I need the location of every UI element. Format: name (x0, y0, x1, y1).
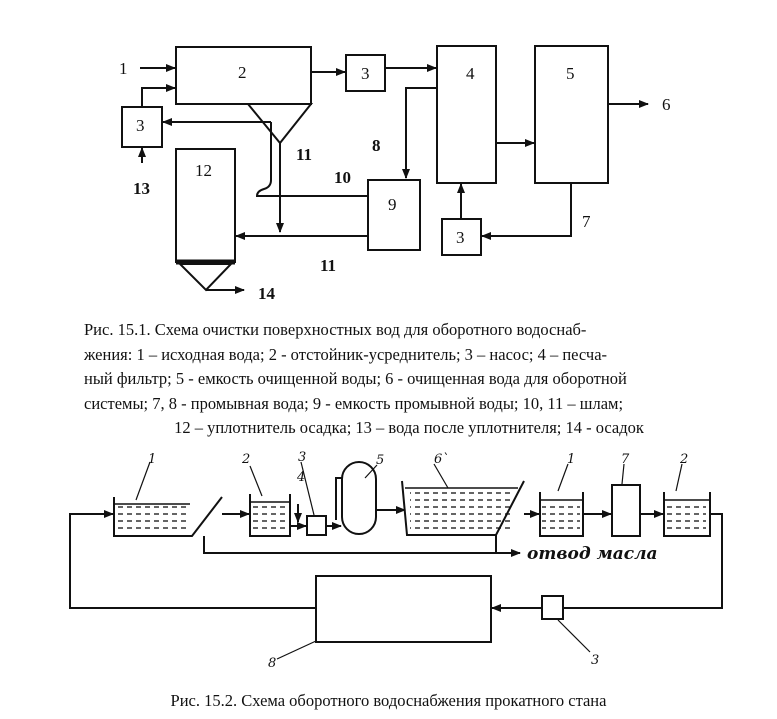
label-2: 2 (238, 63, 247, 82)
label-6: 6 (662, 95, 671, 114)
fig2-label-1-right: 1 (567, 452, 575, 467)
beaker-2-left (249, 494, 291, 537)
thickener-cone (177, 263, 234, 292)
figure-2-caption: Рис. 15.2. Схема оборотного водоснабжени… (170, 691, 607, 710)
label-8: 8 (372, 136, 381, 155)
label-11-bottom: 11 (320, 256, 336, 275)
pump-3 (306, 515, 327, 536)
filter-7 (611, 484, 641, 537)
oil-drain-label: отвод масла (527, 544, 658, 564)
caption-line-1: Рис. 15.1. Схема очистки поверхностных в… (84, 320, 587, 339)
label-3-left: 3 (136, 116, 145, 135)
separator-5 (341, 461, 377, 535)
fig2-label-6: 6` (434, 452, 449, 467)
cooler-8 (315, 575, 492, 643)
box-pump-3-top (345, 54, 386, 92)
fig2-label-8: 8 (268, 656, 276, 671)
box-sand-filter (436, 45, 497, 184)
box-rinse-tank (367, 179, 421, 251)
label-13: 13 (133, 179, 150, 198)
label-10: 10 (334, 168, 351, 187)
caption-line-3: ный фильтр; 5 - емкость очищенной воды; … (84, 369, 627, 388)
label-11-top: 11 (296, 145, 312, 164)
figure-1-labels: 1 2 3 4 5 6 3 11 8 10 9 12 13 7 3 11 14 (119, 59, 671, 303)
caption-line-2: жения: 1 – исходная вода; 2 - отстойник-… (84, 344, 608, 364)
label-5: 5 (566, 64, 575, 83)
label-14: 14 (258, 284, 276, 303)
label-7: 7 (582, 212, 591, 231)
fig2-label-2: 2 (241, 452, 250, 467)
figure-2-labels: 1 2 3 4 5 6` 1 7 2 8 3 отвод масла (148, 450, 688, 671)
figure-1 (121, 45, 649, 294)
pump-3-bottom (541, 595, 564, 620)
fig2-label-1: 1 (148, 452, 156, 467)
label-3-bottom: 3 (456, 228, 465, 247)
fig2-label-4: 4 (296, 470, 305, 485)
fig2-label-2-right: 2 (679, 452, 688, 467)
label-4: 4 (466, 64, 475, 83)
figure-1-caption: Рис. 15.1. Схема очистки поверхностных в… (84, 318, 734, 441)
figure-2 (69, 461, 723, 660)
box-settler (175, 46, 312, 105)
tank-1 (113, 496, 223, 537)
fig2-label-3-bottom: 3 (591, 653, 599, 668)
fig2-label-3: 3 (298, 450, 306, 465)
label-12: 12 (195, 161, 212, 180)
caption-line-4: системы; 7, 8 - промывная вода; 9 - емко… (84, 393, 624, 413)
label-3-top: 3 (361, 64, 370, 83)
fig2-label-5: 5 (376, 453, 384, 468)
caption-line-5: 12 – уплотнитель осадка; 13 – вода после… (174, 418, 644, 437)
fig2-label-7: 7 (621, 452, 630, 467)
settler-cone (245, 103, 314, 145)
label-1: 1 (119, 59, 128, 78)
label-9: 9 (388, 195, 397, 214)
